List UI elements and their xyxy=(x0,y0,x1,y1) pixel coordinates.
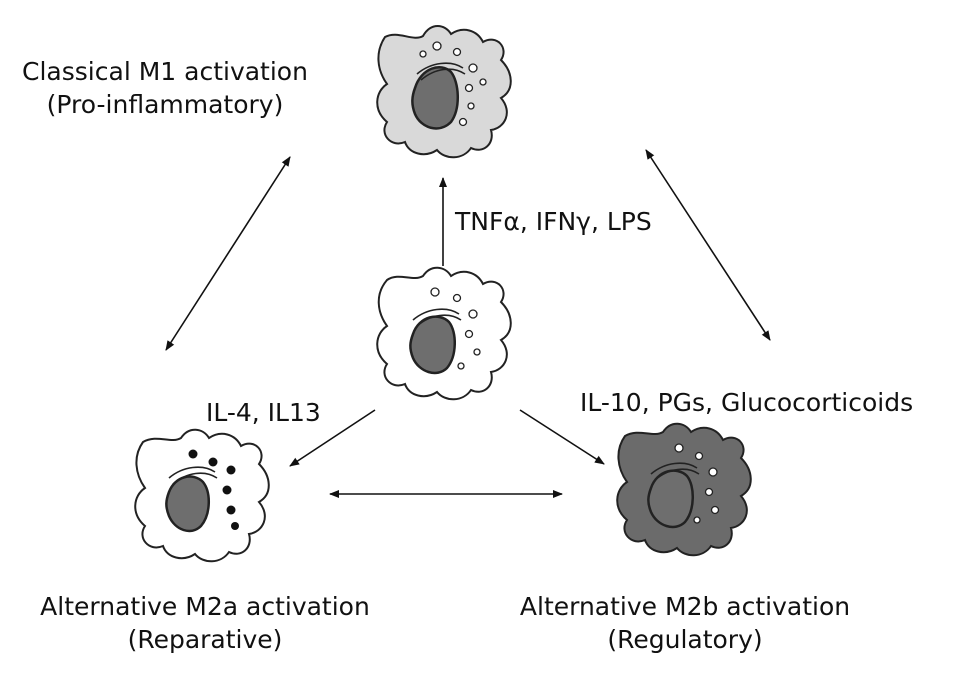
m2a-organelles xyxy=(168,466,218,485)
m2a-dark-granules xyxy=(188,449,239,530)
m2a-nucleus xyxy=(165,475,210,533)
m2b-nucleus xyxy=(647,469,694,529)
m2a-title: Alternative M2a activation xyxy=(40,592,370,621)
m1-title: Classical M1 activation xyxy=(22,57,308,86)
arrow-to-m2b xyxy=(519,409,605,465)
m1-organelles xyxy=(416,41,487,127)
m2b-title: Alternative M2b activation xyxy=(519,592,851,621)
m2a-label: Alternative M2a activation (Reparative) xyxy=(10,590,400,656)
m1-nucleus xyxy=(411,66,459,130)
arrow-m1-m2a-bidirectional xyxy=(165,156,291,351)
m1-label: Classical M1 activation (Pro-inflammator… xyxy=(0,55,330,121)
resting-organelles xyxy=(412,287,481,370)
stimulus-to-m2b: IL-10, PGs, Glucocorticoids xyxy=(580,388,914,417)
m2b-subtitle: (Regulatory) xyxy=(607,625,763,654)
resting-nucleus xyxy=(409,315,456,375)
arrow-m1-m2b-bidirectional xyxy=(645,149,771,341)
stimulus-to-m1: TNFα, IFNγ, LPS xyxy=(455,207,652,236)
m1-subtitle: (Pro-inflammatory) xyxy=(46,90,284,119)
stimulus-to-m2a: IL-4, IL13 xyxy=(206,398,321,427)
m1-macrophage-cell xyxy=(376,25,512,159)
m2b-macrophage-cell xyxy=(616,422,752,557)
m2a-subtitle: (Reparative) xyxy=(127,625,283,654)
arrow-to-m2a xyxy=(289,409,376,467)
m2a-macrophage-cell xyxy=(134,428,270,563)
m2b-organelles xyxy=(650,443,720,524)
m2b-label: Alternative M2b activation (Regulatory) xyxy=(490,590,880,656)
resting-macrophage-cell xyxy=(376,266,512,401)
